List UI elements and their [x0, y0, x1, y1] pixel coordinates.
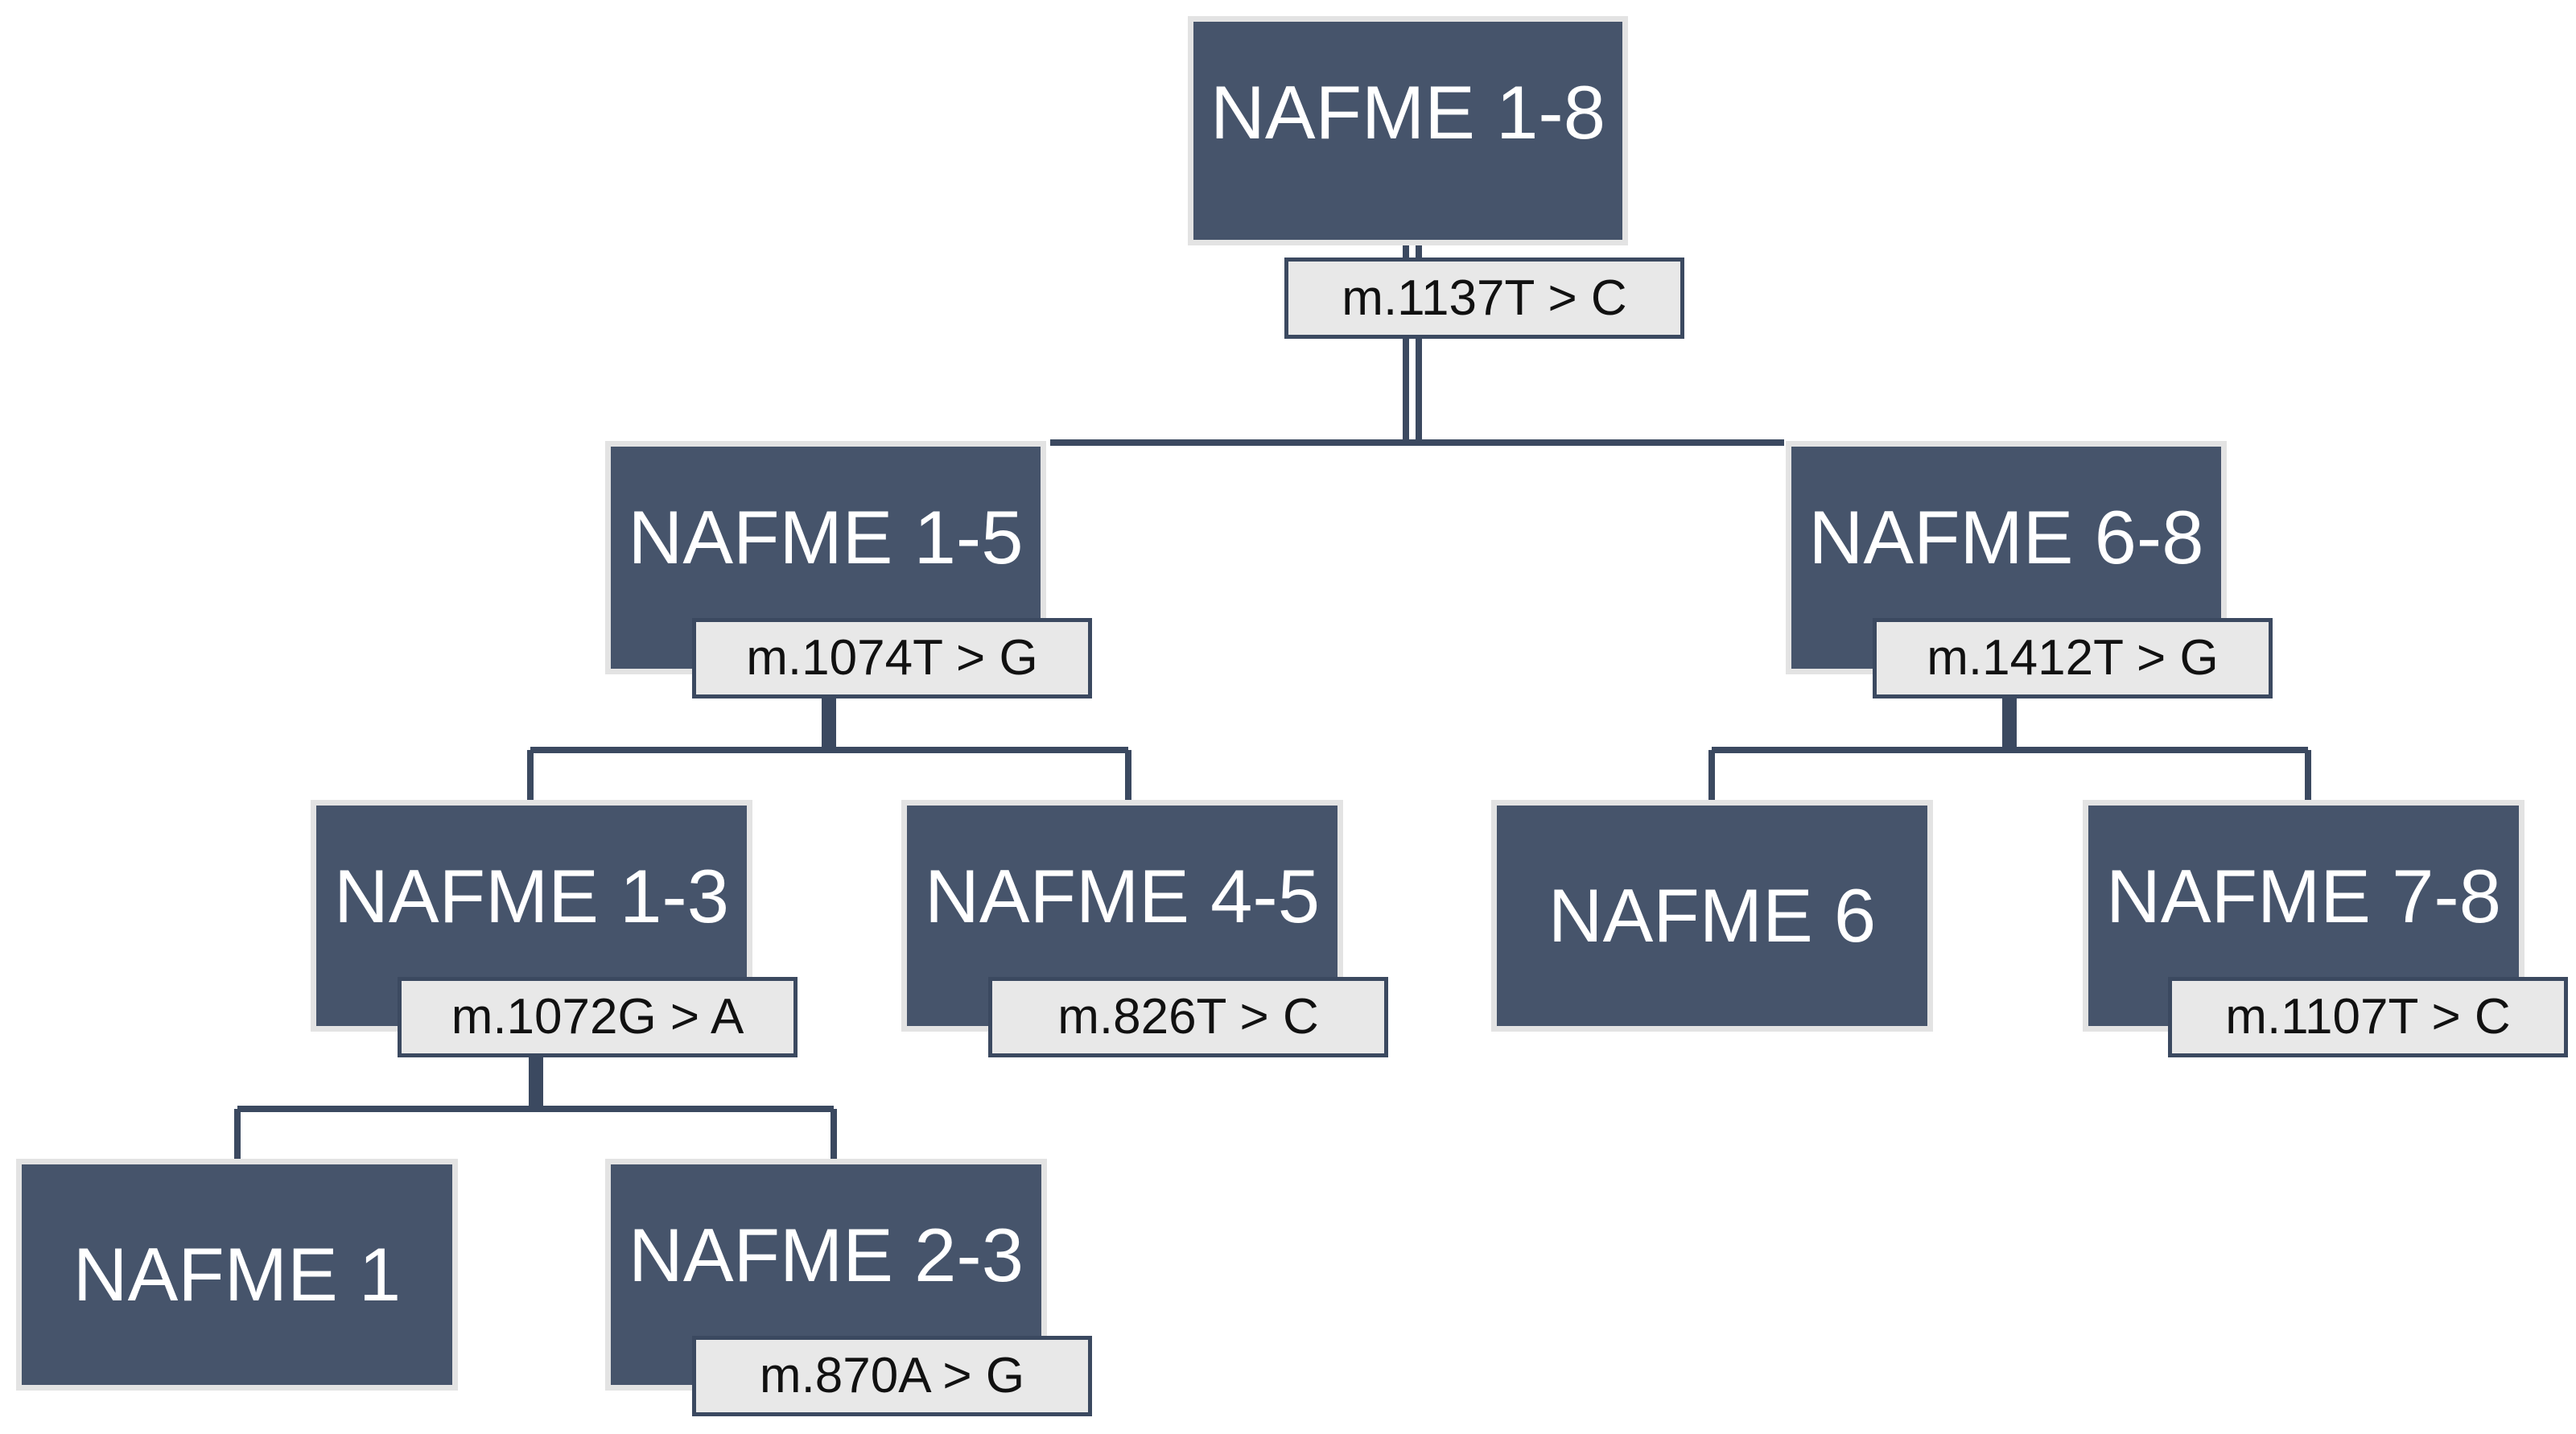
mutation-label-1072: m.1072G > A [398, 977, 798, 1057]
mutation-label-826: m.826T > C [988, 977, 1388, 1057]
mutation-label-1074: m.1074T > G [692, 618, 1092, 698]
mutation-label-1412: m.1412T > G [1873, 618, 2273, 698]
mutation-label-870: m.870A > G [692, 1336, 1092, 1416]
node-nafme-1: NAFME 1 [16, 1159, 458, 1391]
node-nafme-7-8: NAFME 7-8 [2083, 800, 2524, 1032]
mutation-label-1137: m.1137T > C [1284, 258, 1684, 339]
node-nafme-1-8: NAFME 1-8 [1188, 16, 1628, 245]
mutation-label-1107: m.1107T > C [2168, 977, 2568, 1057]
node-nafme-6: NAFME 6 [1491, 800, 1933, 1032]
